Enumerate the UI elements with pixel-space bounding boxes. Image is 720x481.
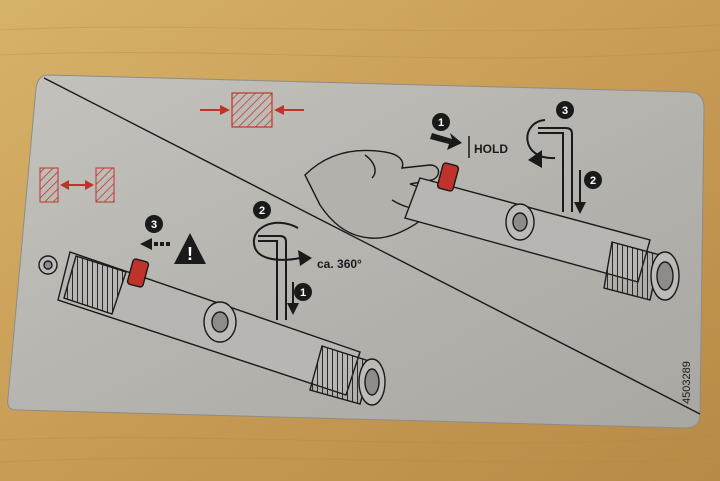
part-number: 4503289 xyxy=(681,361,693,404)
bottom-tube xyxy=(38,251,386,406)
step-number: 3 xyxy=(151,219,157,231)
step-marker xyxy=(253,201,271,219)
hex-key-icon xyxy=(538,127,573,212)
top-tube xyxy=(404,162,680,301)
step-marker xyxy=(584,171,602,189)
release-instruction: 3 ! xyxy=(140,215,206,264)
step-number: 1 xyxy=(300,287,306,299)
push-arrow-icon xyxy=(430,133,462,150)
warning-triangle-icon: ! xyxy=(174,233,206,264)
rotation-label: ca. 360° xyxy=(317,257,362,271)
step-marker xyxy=(432,113,450,131)
step-marker xyxy=(145,215,163,233)
top-wrench-instruction: 3 2 xyxy=(526,101,602,214)
bottom-wrench-instruction: 2 ca. 360° 1 xyxy=(252,201,362,320)
expand-arrows-icon xyxy=(39,167,115,203)
step-number: 1 xyxy=(438,117,444,129)
rotate-arrow-icon xyxy=(252,221,301,261)
step-marker xyxy=(556,101,574,119)
compress-arrows-icon xyxy=(200,92,304,128)
rotate-arrow-icon xyxy=(526,119,556,160)
step-marker xyxy=(294,283,312,301)
hold-instruction: 1 HOLD xyxy=(430,113,508,158)
left-arrow-icon xyxy=(140,238,152,250)
step-number: 2 xyxy=(259,205,265,217)
step-number: 3 xyxy=(562,105,568,117)
wood-grain xyxy=(0,24,720,463)
hex-key-icon xyxy=(258,235,287,320)
svg-text:!: ! xyxy=(187,244,193,264)
diagonal-divider xyxy=(43,77,701,415)
step-number: 2 xyxy=(590,175,596,187)
hold-label: HOLD xyxy=(474,142,508,156)
